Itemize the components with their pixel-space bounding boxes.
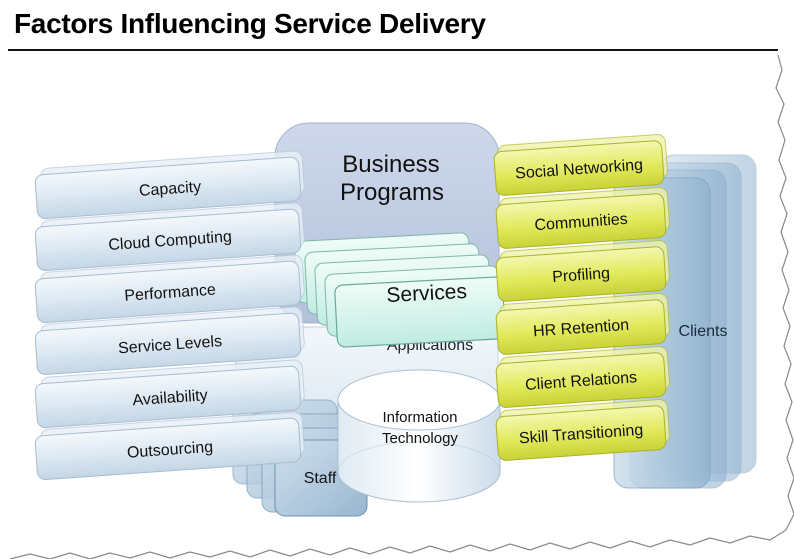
slide-title: Factors Influencing Service Delivery [14,8,486,39]
services-label: Services [386,280,468,307]
title-underline [8,49,778,51]
staff-label: Staff [304,470,337,487]
it-label-line2: Technology [382,430,458,447]
business-programs-label-line1: Business [342,151,439,178]
information-technology-cylinder: Information Technology [337,369,501,503]
business-programs-label-line2: Programs [340,179,444,206]
clients-label: Clients [679,323,728,340]
right-factors: Social NetworkingCommunitiesProfilingHR … [493,134,670,461]
it-label-line1: Information [382,409,457,426]
